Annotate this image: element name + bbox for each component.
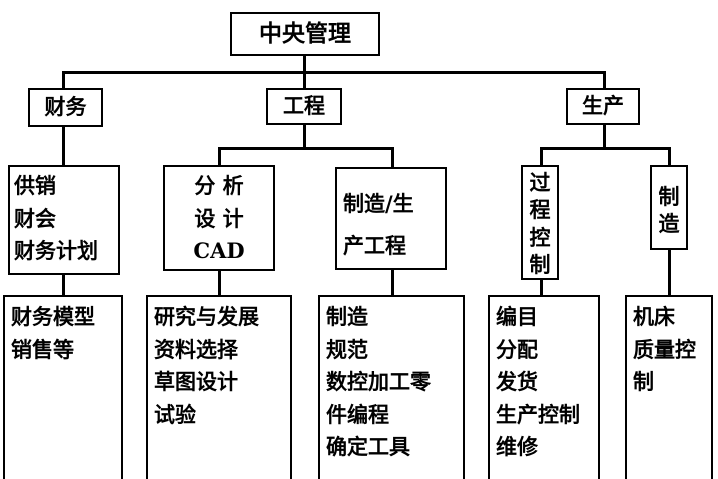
item: 过 xyxy=(529,170,551,195)
connector xyxy=(62,71,605,74)
connector xyxy=(603,124,606,148)
connector xyxy=(62,126,65,166)
connector xyxy=(218,147,221,167)
item: 试验 xyxy=(154,401,196,427)
node-process-details: 编目 分配 发货 生产控制 维修 xyxy=(488,295,600,479)
node-machine-details: 机床 质量控 制 xyxy=(625,295,713,479)
connector xyxy=(540,147,670,150)
item: 分 析 xyxy=(194,173,244,198)
node-finance-details: 财务模型 销售等 xyxy=(3,295,123,479)
item: 生产控制 xyxy=(496,401,580,427)
item: 财务模型 xyxy=(11,304,95,329)
node-rd-details: 研究与发展 资料选择 草图设计 试验 xyxy=(146,295,292,479)
item: 发货 xyxy=(496,369,538,395)
item: 质量控 xyxy=(633,336,696,362)
connector xyxy=(603,71,606,89)
item: CAD xyxy=(193,238,245,264)
item: 规范 xyxy=(326,336,368,362)
item: 设 计 xyxy=(194,205,244,231)
connector xyxy=(391,147,394,167)
item: 销售等 xyxy=(11,336,74,362)
item: 制 xyxy=(658,184,680,209)
item: 编目 xyxy=(496,304,538,329)
connector xyxy=(218,147,393,150)
item: 制 xyxy=(633,369,654,395)
connector xyxy=(303,124,306,148)
item: 维修 xyxy=(496,434,538,460)
item: 机床 xyxy=(633,304,675,329)
item: 草图设计 xyxy=(154,369,238,395)
node-analysis-design: 分 析 设 计 CAD xyxy=(163,165,275,271)
node-manufacturing-details: 制造 规范 数控加工零 件编程 确定工具 xyxy=(318,295,465,479)
connector xyxy=(540,279,543,296)
item: 控 xyxy=(529,224,551,250)
item: 分配 xyxy=(496,336,538,362)
node-manufacturing: 制 造 xyxy=(650,165,688,250)
item: 制造/生 xyxy=(343,191,414,216)
connector xyxy=(62,274,65,296)
item: 制造 xyxy=(326,304,368,329)
item: 资料选择 xyxy=(154,336,238,362)
connector xyxy=(540,147,543,167)
node-engineering: 工程 xyxy=(266,88,342,125)
connector xyxy=(218,270,221,296)
item: 财务计划 xyxy=(14,238,98,264)
node-finance-sub: 供销 财会 财务计划 xyxy=(8,165,120,275)
item: 造 xyxy=(658,211,680,237)
connector xyxy=(668,248,671,296)
connector xyxy=(62,71,65,89)
item: 件编程 xyxy=(326,401,389,427)
node-process-control: 过 程 控 制 xyxy=(521,165,559,280)
node-production: 生产 xyxy=(566,88,640,125)
item: 供销 xyxy=(14,173,56,198)
node-root: 中央管理 xyxy=(230,12,380,56)
connector xyxy=(391,268,394,296)
node-finance: 财务 xyxy=(28,88,103,127)
item: 制 xyxy=(529,251,551,277)
item: 确定工具 xyxy=(326,434,410,460)
item: 程 xyxy=(529,197,551,223)
item: 研究与发展 xyxy=(154,304,259,329)
item: 产工程 xyxy=(343,233,406,258)
connector xyxy=(668,147,671,167)
item: 数控加工零 xyxy=(326,369,431,395)
item: 财会 xyxy=(14,205,56,231)
node-manufacturing-engineering: 制造/生 产工程 xyxy=(335,167,447,270)
